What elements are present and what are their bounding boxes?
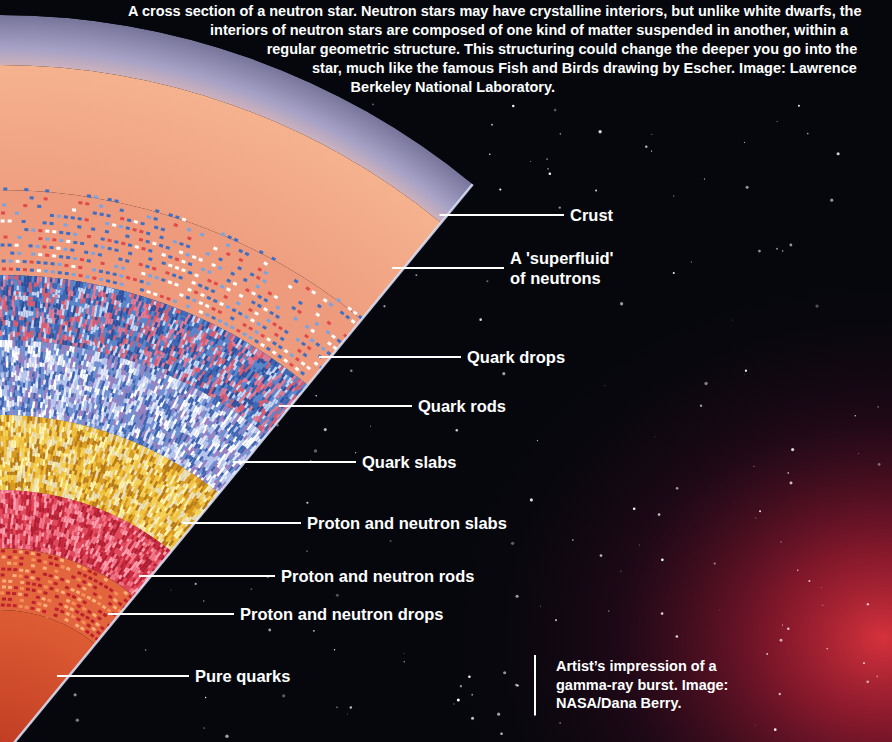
diagram-stage: A cross section of a neutron star. Neutr…	[0, 0, 892, 742]
